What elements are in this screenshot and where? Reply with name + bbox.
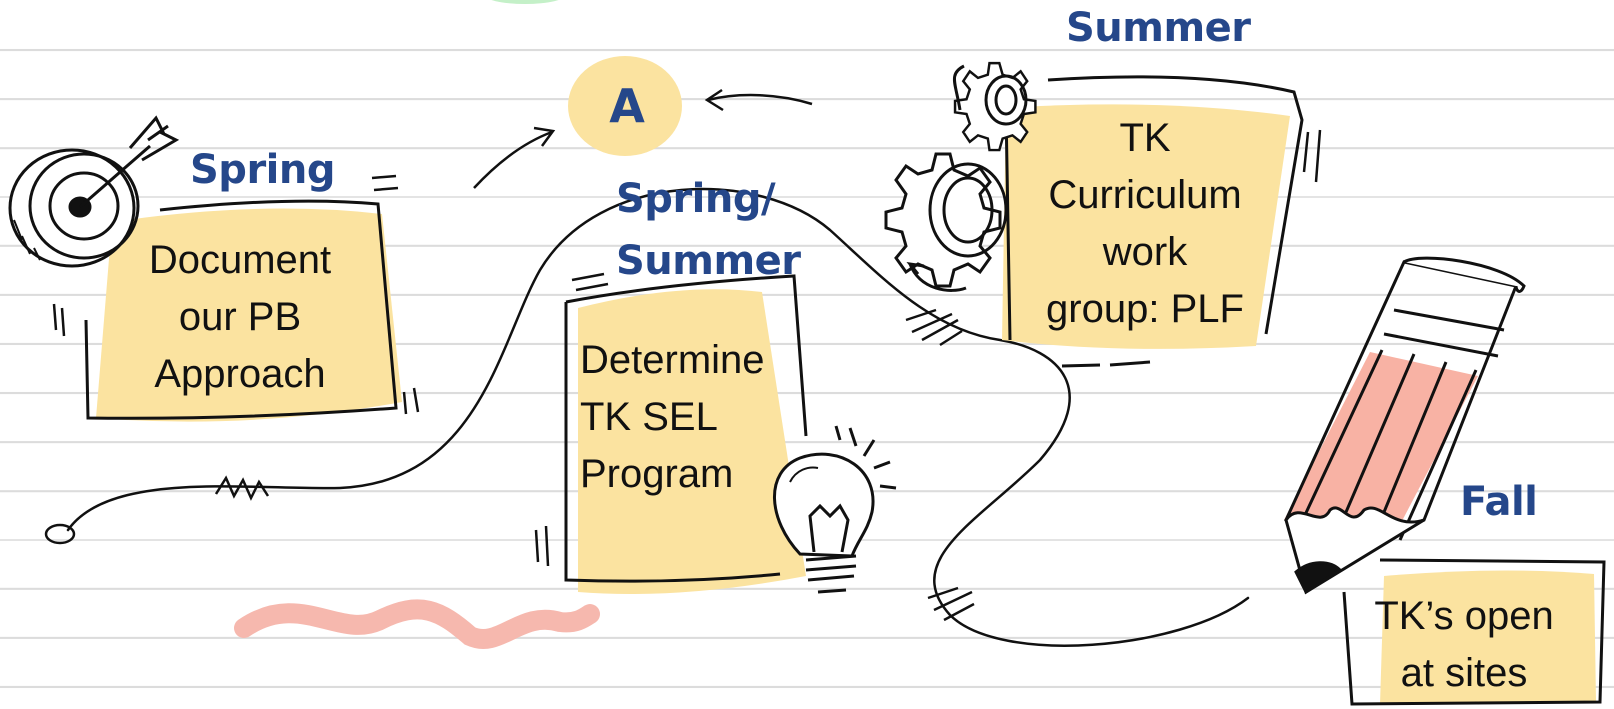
spring-summer-note-fill: [578, 289, 806, 594]
path-start-loop: [44, 523, 76, 545]
spring-ticks-right: [402, 387, 420, 415]
spring-dash: [371, 174, 399, 192]
spring-note-fill: [96, 208, 402, 422]
arrow-to-marker-right: [707, 93, 813, 106]
spring-summer-note-frame: [564, 274, 808, 583]
gears-icon: [884, 61, 1037, 292]
fall-note-fill: [1380, 570, 1596, 704]
summer-ticks: [1302, 129, 1322, 183]
season-label-spring-summer: Spring/ Summer: [616, 176, 801, 284]
top-blob: [491, 0, 559, 4]
milestone-marker: A: [609, 79, 645, 133]
arrow-to-marker-left: [473, 130, 553, 189]
season-label-spring: Spring: [190, 147, 336, 193]
summer-note-fill: [1002, 104, 1290, 349]
pencil-icon: [1284, 256, 1526, 595]
stage-text-summer: TK Curriculum work group: PLF: [1046, 116, 1244, 331]
spring-summer-dash: [571, 272, 609, 292]
summer-note-frame: [1004, 75, 1304, 341]
path-zigzag-1: [214, 475, 270, 501]
summer-dash: [1061, 360, 1151, 368]
stage-text-fall: TK’s open at sites: [1374, 594, 1554, 695]
season-label-summer: Summer: [1066, 5, 1251, 51]
season-label-fall: Fall: [1460, 479, 1538, 525]
stage-text-spring: Document our PB Approach: [148, 238, 332, 396]
stage-text-spring-summer: Determine TK SEL Program: [580, 338, 765, 496]
marker-circle: [568, 56, 682, 156]
lightbulb-icon: [773, 425, 897, 594]
fall-note-frame: [1342, 558, 1606, 706]
pink-squiggle: [234, 599, 600, 649]
arrow-head-left: [533, 126, 556, 147]
spring-summer-ticks: [534, 525, 550, 567]
path-zigzag-2: [905, 308, 963, 347]
spring-note-frame: [84, 199, 398, 420]
target-icon: [8, 115, 180, 268]
arrow-head-right: [704, 88, 724, 112]
path-zigzag-3: [927, 586, 975, 622]
spring-ticks-left: [52, 303, 66, 337]
